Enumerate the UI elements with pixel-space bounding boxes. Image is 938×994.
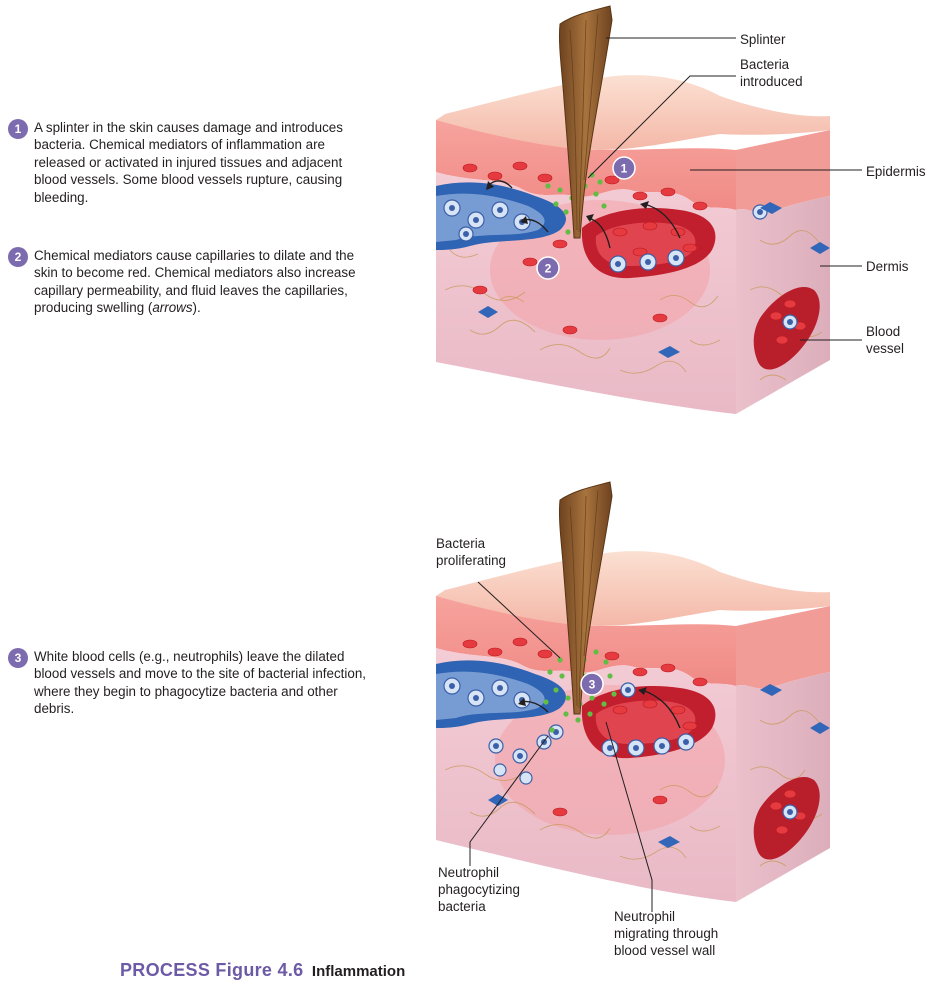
top-side-epidermis <box>736 130 830 213</box>
step-2-text-main: Chemical mediators cause capillaries to … <box>34 248 356 316</box>
caption-process: PROCESS Figure 4.6 <box>120 960 304 980</box>
label-blood-vessel: Blood vessel <box>866 324 904 356</box>
top-skin-surface <box>436 75 830 150</box>
label-bacteria-proliferating: Bacteria proliferating <box>436 536 506 568</box>
caption-title: Inflammation <box>311 963 406 980</box>
illus-badge-3: 3 <box>580 672 604 696</box>
bottom-skin-block <box>436 481 830 902</box>
illus-badge-2: 2 <box>536 256 560 280</box>
step-3-badge: 3 <box>8 648 28 668</box>
step-2-text-end: ). <box>192 300 201 316</box>
bottom-side-epidermis <box>736 606 830 689</box>
step-2-badge: 2 <box>8 247 28 267</box>
leader-lines <box>469 37 862 912</box>
illus-badge-1: 1 <box>612 156 636 180</box>
illus-badge-1-text: 1 <box>621 162 628 176</box>
label-epidermis: Epidermis <box>866 164 926 179</box>
step-2-text-italic: arrows <box>152 300 193 316</box>
step-2-text: Chemical mediators cause capillaries to … <box>34 247 370 317</box>
step-1-badge: 1 <box>8 119 28 139</box>
figure-caption: PROCESS Figure 4.6 Inflammation <box>120 960 405 981</box>
top-skin-block <box>436 5 830 414</box>
label-neutrophil-phagocytizing: Neutrophil phagocytizing bacteria <box>438 865 520 914</box>
label-neutrophil-migrating: Neutrophil migrating through blood vesse… <box>614 909 719 958</box>
illus-badge-2-text: 2 <box>545 262 552 276</box>
illus-badge-3-text: 3 <box>589 678 596 692</box>
step-1-text: A splinter in the skin causes damage and… <box>34 120 343 205</box>
label-bacteria-introduced: Bacteria introduced <box>740 57 803 89</box>
step-3-text: White blood cells (e.g., neutrophils) le… <box>34 649 366 717</box>
label-splinter: Splinter <box>740 32 786 47</box>
label-dermis: Dermis <box>866 259 909 274</box>
bottom-skin-surface <box>436 551 830 626</box>
